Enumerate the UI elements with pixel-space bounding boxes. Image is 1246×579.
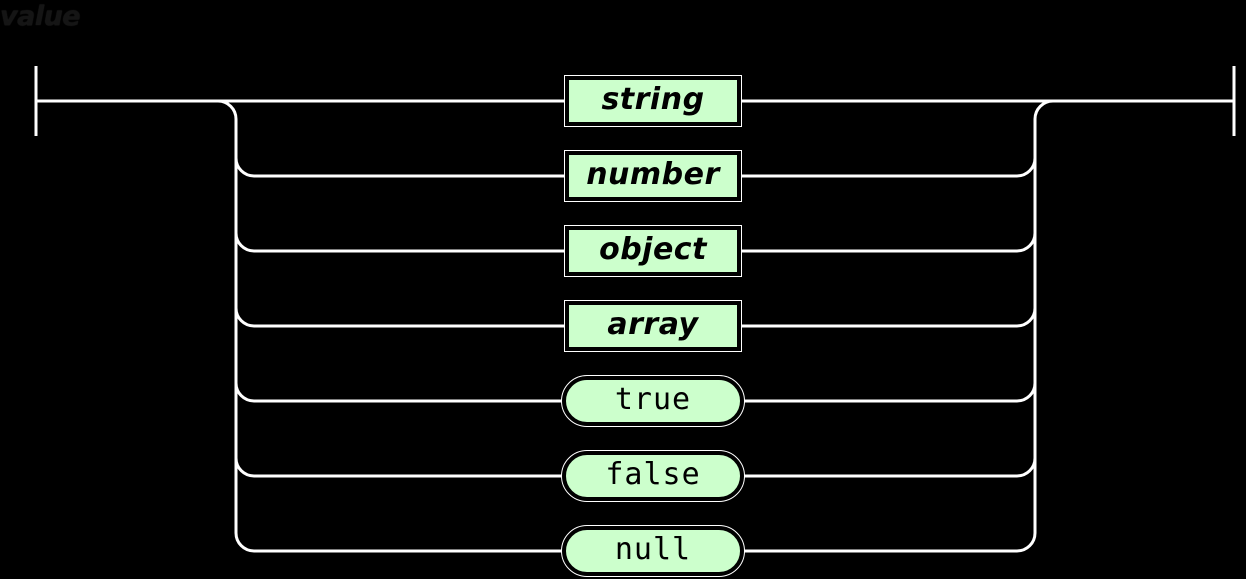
node-false[interactable]: false [561,450,745,502]
diagram-title: value [0,1,81,32]
node-label: object [599,232,707,267]
node-label: string [601,82,705,117]
node-label: null [614,532,692,567]
rail-branch-right-elbow-true [1016,382,1037,403]
node-label: false [605,457,701,492]
node-label: true [614,382,692,417]
rail-branch-right-elbow-number [1016,157,1037,178]
node-array[interactable]: array [564,300,742,352]
rail-branch-right-elbow-false [1016,457,1037,478]
rail-branch-left-elbow-object [234,232,255,253]
rail-fanout-top-corner [217,99,238,120]
node-string[interactable]: string [564,75,742,127]
rail-branch-right-elbow-array [1016,307,1037,328]
rail-branch-left-elbow-null [234,532,255,553]
rail-branch-right-elbow-null [1016,532,1037,553]
rail-branch-left-elbow-false [234,457,255,478]
node-label: array [607,307,699,342]
rail-branch-right-elbow-object [1016,232,1037,253]
rail-branch-left-elbow-true [234,382,255,403]
node-label: number [586,157,720,192]
node-object[interactable]: object [564,225,742,277]
node-number[interactable]: number [564,150,742,202]
rail-branch-left-elbow-number [234,157,255,178]
node-null[interactable]: null [561,525,745,577]
rail-branch-left-elbow-array [234,307,255,328]
rail-fanin-top-corner [1033,99,1054,120]
node-true[interactable]: true [561,375,745,427]
